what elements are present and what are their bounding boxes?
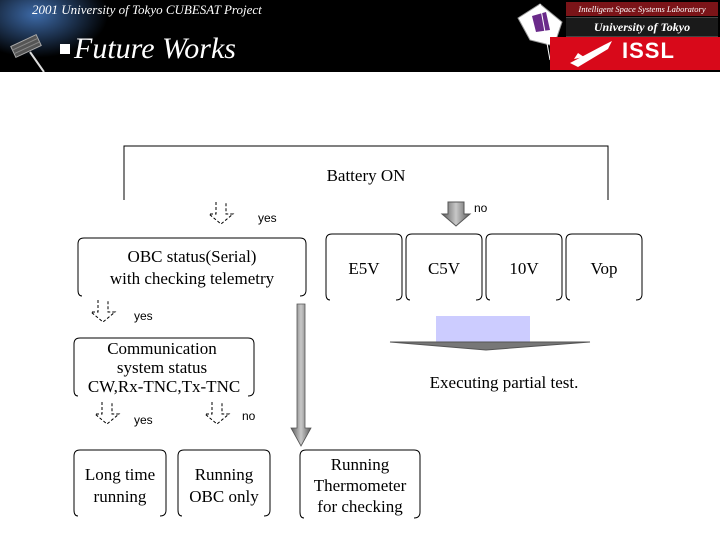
- obc-status-line1: OBC status(Serial): [128, 247, 257, 266]
- battery-on-label: Battery ON: [327, 166, 406, 185]
- project-tagline: 2001 University of Tokyo CUBESAT Project: [32, 2, 262, 17]
- yes-arrow-1: [207, 202, 235, 225]
- satellite-logo-icon: [517, 3, 563, 61]
- voltage-box-c5v: C5V: [405, 233, 483, 301]
- voltage-label-vop: Vop: [590, 259, 617, 278]
- obc-only-box: [177, 449, 271, 517]
- partial-test-label: Executing partial test.: [430, 373, 579, 392]
- page-title: Future Works: [74, 32, 236, 65]
- voltage-label-c5v: C5V: [428, 259, 461, 278]
- comm-line3: CW,Rx-TNC,Tx-TNC: [88, 377, 240, 396]
- satellite-icon: [0, 0, 120, 72]
- voltage-box-e5v: E5V: [325, 233, 403, 301]
- university-name: University of Tokyo: [566, 17, 718, 37]
- thermometer-arrow: [290, 303, 312, 447]
- obc-status-box: [77, 237, 307, 297]
- partial-test-arrow: [389, 316, 591, 351]
- title-bullet: [60, 44, 70, 54]
- thermometer-line2: Thermometer: [314, 476, 407, 495]
- battery-on-box: [123, 145, 609, 200]
- long-time-line2: running: [94, 487, 147, 506]
- no-label-2: no: [242, 409, 256, 423]
- obc-status-line2: with checking telemetry: [110, 269, 275, 288]
- slide-header: 2001 University of Tokyo CUBESAT Project…: [0, 0, 720, 72]
- rocket-icon: [570, 41, 612, 67]
- obc-only-line2: OBC only: [189, 487, 259, 506]
- comm-status-box: [73, 337, 255, 397]
- no-label-1: no: [474, 201, 488, 215]
- voltage-box-vop: Vop: [565, 233, 643, 301]
- issl-text: ISSL: [622, 38, 675, 63]
- thermometer-line3: for checking: [317, 497, 403, 516]
- yes-arrow-2: [89, 300, 117, 323]
- comm-line1: Communication: [107, 339, 217, 358]
- yes-label-1: yes: [258, 211, 277, 225]
- comm-line2: system status: [117, 358, 207, 377]
- long-time-box: [73, 449, 167, 517]
- thermometer-line1: Running: [331, 455, 390, 474]
- lab-name: Intelligent Space Systems Laboratory: [566, 2, 718, 16]
- voltage-box-10v: 10V: [485, 233, 563, 301]
- yes-label-3: yes: [134, 413, 153, 427]
- obc-only-line1: Running: [195, 465, 254, 484]
- long-time-line1: Long time: [85, 465, 155, 484]
- voltage-label-10v: 10V: [509, 259, 539, 278]
- voltage-label-e5v: E5V: [348, 259, 380, 278]
- no-arrow-1: [440, 201, 472, 227]
- yes-arrow-3: [93, 402, 121, 425]
- yes-label-2: yes: [134, 309, 153, 323]
- no-arrow-2: [203, 402, 231, 425]
- thermometer-box: [299, 449, 421, 519]
- issl-logo: Intelligent Space Systems Laboratory Uni…: [510, 0, 720, 72]
